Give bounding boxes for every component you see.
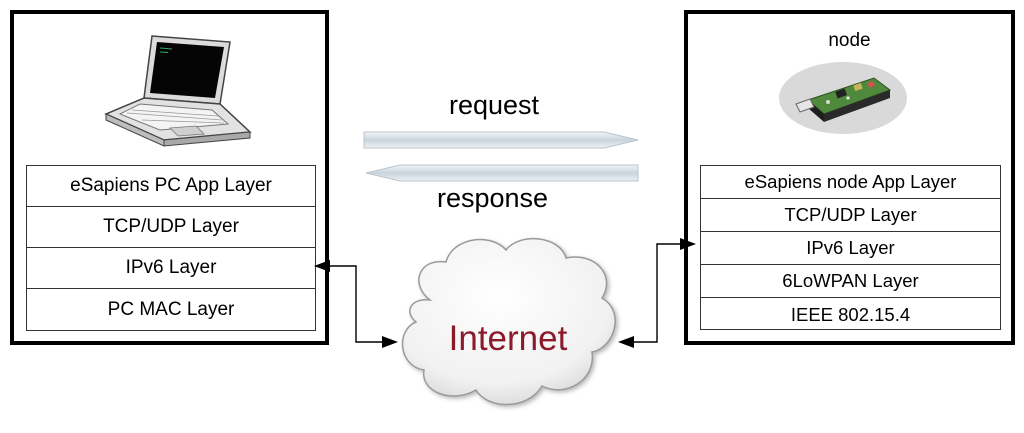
node-internet-connector: [632, 243, 680, 343]
pc-layer-ipv6: IPv6 Layer: [27, 248, 315, 289]
sensor-node-board-icon: [779, 62, 907, 134]
pc-box: eSapiens PC App Layer TCP/UDP Layer IPv6…: [10, 10, 329, 345]
node-box: node eSapiens node App Layer TCP/UDP Lay…: [684, 10, 1015, 345]
node-layer-app: eSapiens node App Layer: [701, 166, 1000, 199]
response-label: response: [437, 183, 549, 213]
pc-internet-connector: [328, 265, 384, 343]
pc-layer-mac: PC MAC Layer: [107, 298, 235, 320]
pc-layer-transport: TCP/UDP Layer: [27, 207, 315, 248]
node-layer-ipv6: IPv6 Layer: [701, 232, 1000, 265]
cloud-icon: [401, 237, 616, 406]
internet-left-arrowhead: [382, 336, 398, 348]
request-arrow: [363, 131, 639, 149]
laptop-icon: [104, 35, 252, 147]
node-protocol-stack: eSapiens node App Layer TCP/UDP Layer IP…: [700, 165, 1001, 330]
internet-right-arrowhead: [618, 336, 634, 348]
node-layer-transport: TCP/UDP Layer: [701, 199, 1000, 232]
response-arrow: [365, 164, 639, 182]
node-title: node: [828, 30, 871, 51]
pc-layer-app: eSapiens PC App Layer: [27, 166, 315, 207]
node-layer-802154: IEEE 802.15.4: [790, 303, 911, 325]
node-layer-6lowpan: 6LoWPAN Layer: [701, 265, 1000, 298]
pc-protocol-stack: eSapiens PC App Layer TCP/UDP Layer IPv6…: [26, 165, 316, 331]
pc-connector-arrowhead: [314, 260, 330, 272]
internet-label: Internet: [449, 319, 568, 358]
request-label: request: [449, 90, 540, 120]
node-connector-arrowhead: [680, 238, 696, 250]
